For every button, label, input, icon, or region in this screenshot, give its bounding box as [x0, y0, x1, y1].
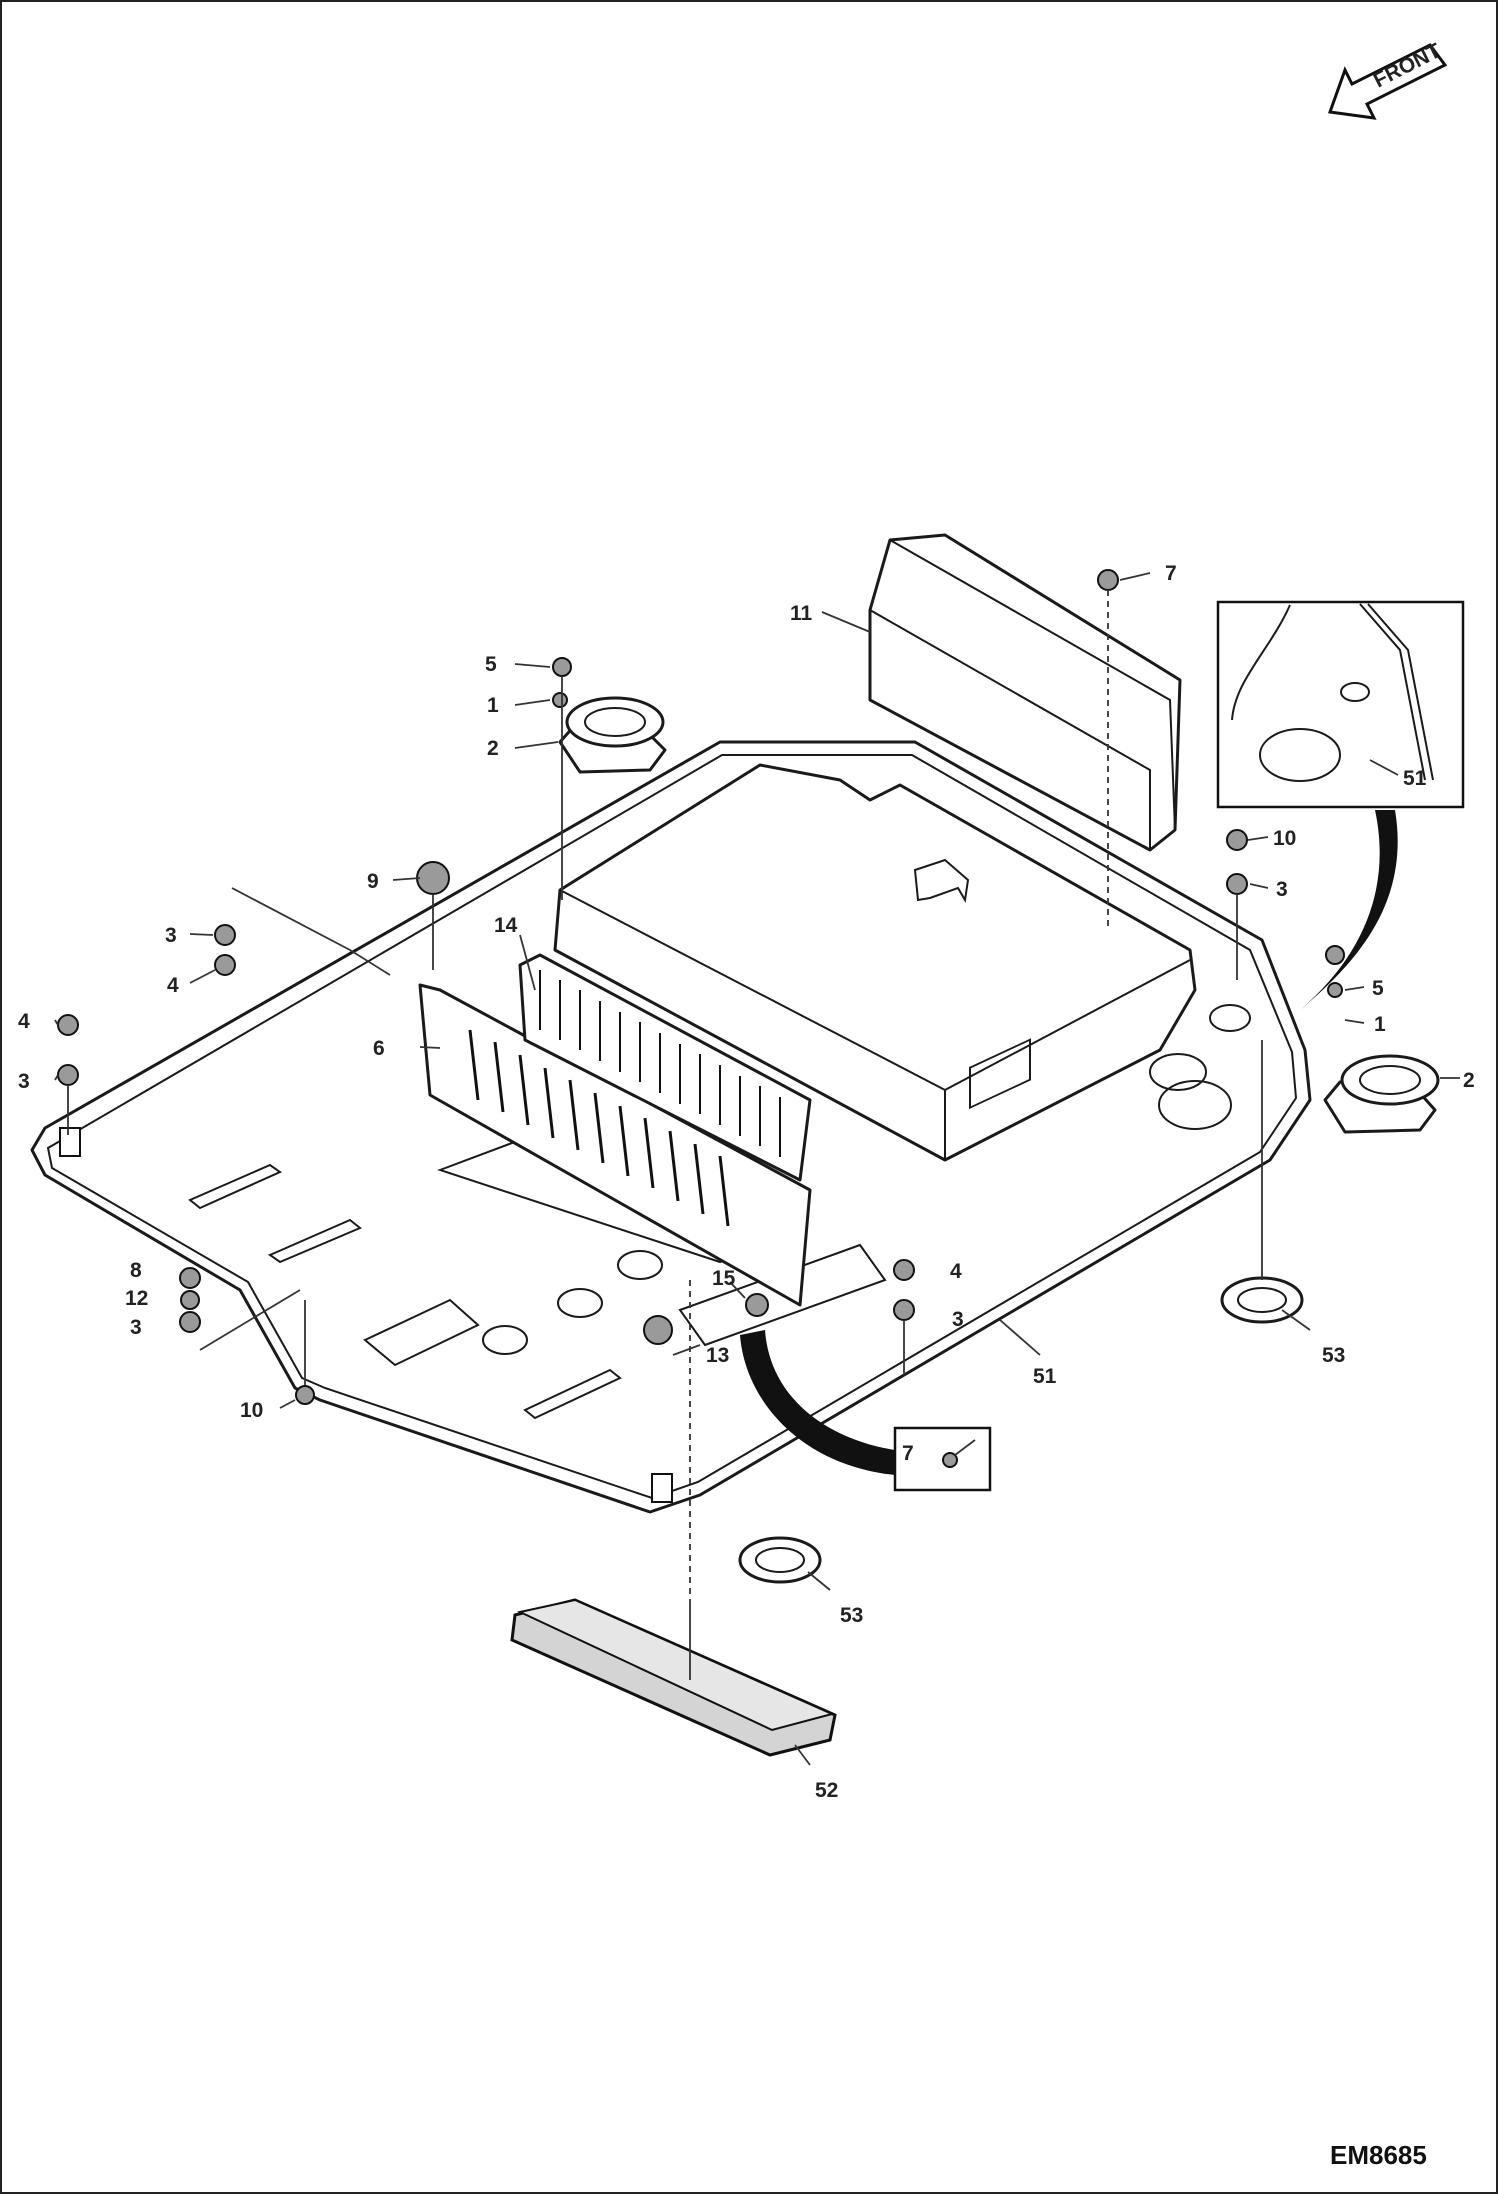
callout-2: 2	[1463, 1069, 1475, 1092]
callout-4: 4	[950, 1260, 962, 1283]
callout-11: 11	[790, 602, 813, 625]
drawing-number: EM8685	[1330, 2140, 1427, 2170]
callout-3: 3	[952, 1308, 964, 1331]
filter-element	[518, 953, 812, 1182]
callout-1: 1	[487, 694, 499, 717]
callout-10: 10	[1273, 827, 1296, 850]
callout-5: 5	[485, 653, 497, 676]
callout-2: 2	[487, 737, 499, 760]
callout-5: 5	[1372, 977, 1384, 1000]
callout-51: 51	[1403, 767, 1427, 790]
callout-10: 10	[240, 1399, 263, 1422]
vent-ring-left	[558, 696, 667, 774]
callout-4: 4	[167, 974, 179, 997]
callout-15: 15	[712, 1267, 736, 1290]
callout-12: 12	[125, 1287, 148, 1310]
callout-labels: 5 1 2 11 7 51 10 3 9 3 4 14 4 3 6 5 1 2 …	[18, 562, 1475, 1802]
callout-9: 9	[367, 870, 379, 893]
callout-14: 14	[494, 914, 518, 937]
hardware	[57, 569, 1345, 1680]
callout-3: 3	[165, 924, 177, 947]
callout-7: 7	[902, 1442, 914, 1465]
callout-3: 3	[130, 1316, 142, 1339]
callout-1: 1	[1374, 1013, 1386, 1036]
callout-52: 52	[815, 1779, 838, 1802]
callout-8: 8	[130, 1259, 142, 1282]
heater-box	[553, 763, 1197, 1162]
callout-3: 3	[1276, 878, 1288, 901]
callout-3: 3	[18, 1070, 30, 1093]
vent-ring-right	[1323, 1054, 1440, 1134]
callout-51: 51	[1033, 1365, 1057, 1388]
callout-13: 13	[706, 1344, 729, 1367]
callout-6: 6	[373, 1037, 385, 1060]
callout-4: 4	[18, 1010, 30, 1033]
air-duct	[868, 533, 1182, 852]
grommet-bottom	[738, 1536, 822, 1584]
callout-53: 53	[840, 1604, 863, 1627]
callout-leaders	[54, 572, 1460, 1766]
inset-pointer-51	[1300, 810, 1398, 1010]
inset-detail-51	[1216, 600, 1465, 809]
filter-cover	[418, 983, 812, 1307]
callout-7: 7	[1165, 562, 1177, 585]
floor-mat	[510, 1598, 837, 1757]
callout-53: 53	[1322, 1344, 1345, 1367]
inset-pointer-7	[740, 1330, 895, 1475]
